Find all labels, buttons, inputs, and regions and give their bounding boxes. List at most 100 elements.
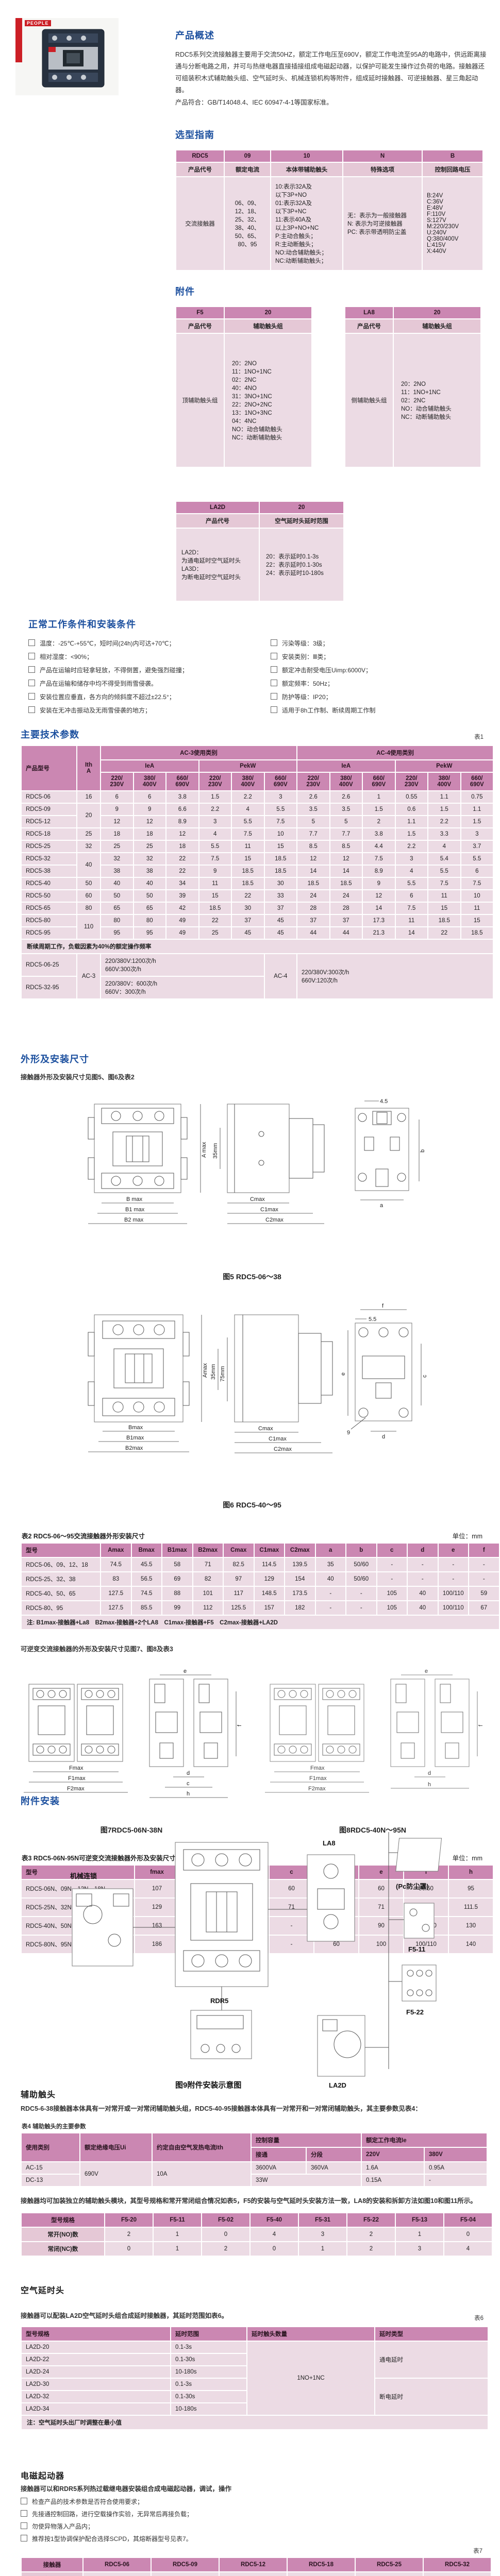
value-cell: 2.6 [330, 791, 362, 803]
value-cell: 90 [359, 1917, 403, 1935]
table-cell: 0 [444, 2228, 492, 2242]
svg-text:F1max: F1max [309, 1775, 327, 1782]
value-cell: 7.7 [330, 828, 362, 840]
value-cell: - [315, 1587, 345, 1601]
value-cell: 38 [101, 866, 133, 877]
table-cell: 16 [77, 791, 100, 803]
value-cell: 0.75 [461, 791, 493, 803]
table-cell: 型号规格 [22, 2327, 170, 2341]
value-cell: 1.5 [363, 804, 395, 815]
value-cell: 40 [101, 878, 133, 889]
condition-text: 适用于8h工作制、断续周期工作制 [282, 707, 376, 714]
svg-text:B max: B max [126, 1196, 143, 1202]
condition-item: 额定冲击耐受电压Uimp:6000V； [271, 666, 477, 674]
value-cell: 40 [408, 1601, 438, 1615]
model-cell: RDC5-25 [22, 841, 76, 852]
table-cell: c [377, 1544, 407, 1557]
starter-section: 电磁起动器 接触器可以和RDR5系列热过载继电器安装组合成电磁起动器，调试，操作… [21, 2469, 491, 2576]
svg-text:f: f [478, 1724, 484, 1726]
condition-text: 安装类别：Ⅲ类； [282, 653, 330, 660]
value-cell: 18.5 [461, 927, 493, 939]
value-cell: 97 [224, 1572, 254, 1586]
selection-body: 无：表示为一般接触器 N: 表示为可逆接触器 PC: 表示带透明防尘盖 [343, 177, 422, 270]
value-cell: 7.5 [461, 878, 493, 889]
value-cell: 50/60 [346, 1572, 376, 1586]
value-cell: 12 [134, 816, 165, 827]
table-cell: 额定工作电流Ie [362, 2133, 487, 2147]
table-cell: F5-11 [154, 2213, 201, 2227]
table-cell: 80 [77, 903, 100, 914]
value-cell: 1 [363, 791, 395, 803]
value-cell: 7.5 [428, 878, 460, 889]
selection-code: N [343, 150, 422, 162]
value-cell: 18.5 [330, 878, 362, 889]
condition-text: 额定冲击耐受电压Uimp:6000V； [282, 667, 372, 674]
value-cell: 12 [297, 853, 329, 865]
value-cell: 40 [134, 878, 165, 889]
selection-body: B:24V C:36V E:48V F:110V S:127V M:220/23… [423, 177, 482, 270]
table-cell: 110 [77, 915, 100, 939]
svg-text:Bmax: Bmax [128, 1425, 143, 1431]
value-cell: 5.5 [232, 816, 264, 827]
value-cell: 5.5 [461, 853, 493, 865]
value-cell: - [270, 1936, 313, 1954]
svg-text:5.5: 5.5 [369, 1316, 376, 1323]
selection-body: 10:表示32A及 以下3P+NO 01:表示32A及 以下3P+NC 11:表… [271, 177, 342, 270]
svg-text:e: e [425, 1668, 428, 1674]
starter-item-text: 检查产品的技术参数是否符合使用要求； [32, 2498, 144, 2506]
checkbox-icon [28, 706, 35, 713]
value-cell: 45.5 [131, 1558, 161, 1572]
value-cell: 2 [363, 816, 395, 827]
fig7-drawing-icon: Fmax F1max F2max e f d c h [24, 1668, 243, 1798]
svg-text:F5-22: F5-22 [406, 2008, 424, 2016]
svg-text:c: c [187, 1781, 190, 1787]
value-cell: - [270, 1917, 313, 1935]
condition-item: 污染等级：3级； [271, 639, 477, 648]
value-cell: 37 [264, 903, 297, 914]
checkbox-icon [271, 639, 277, 646]
table-cell: - [425, 2175, 487, 2187]
table-cell: Cmax [224, 1544, 254, 1557]
model-cell: RDC5-12 [22, 816, 76, 827]
value-cell: 44 [330, 927, 362, 939]
value-cell: 22 [232, 890, 264, 902]
table-cell: 2 [105, 2228, 153, 2242]
svg-text:4.5: 4.5 [380, 1098, 388, 1105]
svg-text:Fmax: Fmax [310, 1765, 325, 1771]
starter-item: 检查产品的技术参数是否符合使用要求； [21, 2497, 484, 2506]
condition-text: 污染等级：3级； [282, 640, 329, 647]
table-cell: 1 [154, 2228, 201, 2242]
value-cell: 1.5 [395, 828, 428, 840]
value-cell: 18.5 [264, 853, 297, 865]
value-cell: 95 [101, 927, 133, 939]
aux-section: 辅助触头 RDC5-6-38接触器本体具有一对常开或一对常闭辅助触头组，RDC5… [21, 2088, 492, 2257]
table-cell: F5-31 [299, 2213, 346, 2227]
svg-text:A max: A max [201, 1142, 207, 1158]
table-cell: Bmax [131, 1544, 161, 1557]
air-heading: 空气延时头 [21, 2286, 65, 2295]
table-cell: c [270, 1866, 313, 1879]
figure-8: Fmax F1max F2max e f d h [262, 1665, 484, 1835]
value-cell: 1.1 [395, 816, 428, 827]
selection-label: 特殊选项 [343, 163, 422, 176]
selection-code: B [423, 150, 482, 162]
value-cell: - [438, 1558, 468, 1572]
table-cell: C1max [254, 1544, 284, 1557]
value-cell: 18 [166, 841, 198, 852]
value-cell: 60 [270, 1880, 313, 1898]
overview-heading: 产品概述 [175, 30, 214, 41]
table-cell: RT16-00 25A [220, 2572, 287, 2576]
svg-text:F2max: F2max [67, 1786, 85, 1792]
table-cell: RDC5-32-95 [22, 977, 76, 998]
starter-item-text: 推荐按1型协调保护配合选择SCPD，其熔断器型号见表7。 [32, 2535, 192, 2543]
svg-text:e: e [184, 1668, 187, 1674]
aux-paragraph2: 接触器均可加装独立的辅助触头模块，其型号规格和常开常闭组合情况如表5，F5的安装… [21, 2197, 477, 2205]
model-cell: RDC5-38 [22, 866, 76, 877]
